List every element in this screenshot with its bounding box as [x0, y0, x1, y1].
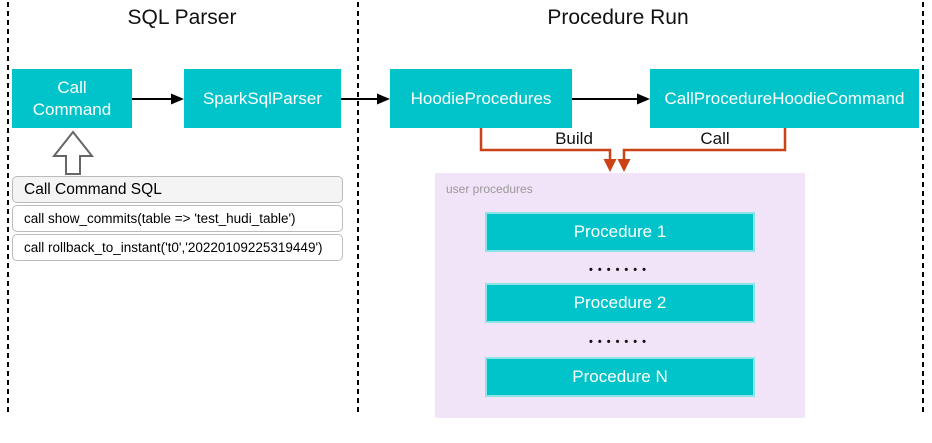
node-procedure-2-label: Procedure 2 — [573, 293, 667, 312]
call-connector — [617, 128, 787, 172]
ellipsis-dots: ••••••• — [589, 336, 651, 348]
section-title-sql-parser: SQL Parser — [127, 6, 237, 29]
arrow-hoodieprocedures-to-callprocedurehoodiecommand — [572, 93, 650, 105]
node-procedure-2: Procedure 2 — [485, 283, 755, 323]
node-hoodie-procedures: HoodieProcedures — [390, 69, 572, 128]
node-call-procedure-hoodie-command-label: CallProcedureHoodieCommand — [664, 88, 905, 108]
sql-statement-row: call show_commits(table => 'test_hudi_ta… — [12, 205, 343, 232]
edge-label-call: Call — [700, 129, 730, 148]
sql-statement-row: call rollback_to_instant('t0','202201092… — [12, 234, 343, 261]
arrow-sparksqlparser-to-hoodieprocedures — [341, 93, 390, 105]
call-command-sql-panel: Call Command SQL call show_commits(table… — [12, 176, 343, 263]
sql-panel-header: Call Command SQL — [12, 176, 343, 203]
hollow-up-arrow — [51, 130, 95, 175]
node-spark-sql-parser: SparkSqlParser — [184, 69, 341, 128]
build-connector — [479, 128, 617, 172]
node-call-command: Call Command — [12, 69, 132, 128]
ellipsis-dots: ••••••• — [589, 264, 651, 276]
arrow-callcommand-to-sparksqlparser — [132, 93, 184, 105]
node-call-command-label: Call Command — [32, 78, 112, 119]
section-title-procedure-run: Procedure Run — [547, 6, 689, 29]
user-procedures-group: user procedures Procedure 1 ••••••• Proc… — [435, 173, 805, 418]
user-procedures-label: user procedures — [446, 182, 533, 196]
node-procedure-n-label: Procedure N — [572, 367, 668, 386]
node-procedure-1: Procedure 1 — [485, 212, 755, 252]
node-procedure-n: Procedure N — [485, 357, 755, 397]
edge-label-build: Build — [555, 129, 593, 148]
node-procedure-1-label: Procedure 1 — [573, 222, 667, 241]
node-call-procedure-hoodie-command: CallProcedureHoodieCommand — [650, 69, 919, 128]
node-hoodie-procedures-label: HoodieProcedures — [410, 88, 552, 108]
node-spark-sql-parser-label: SparkSqlParser — [202, 88, 323, 108]
